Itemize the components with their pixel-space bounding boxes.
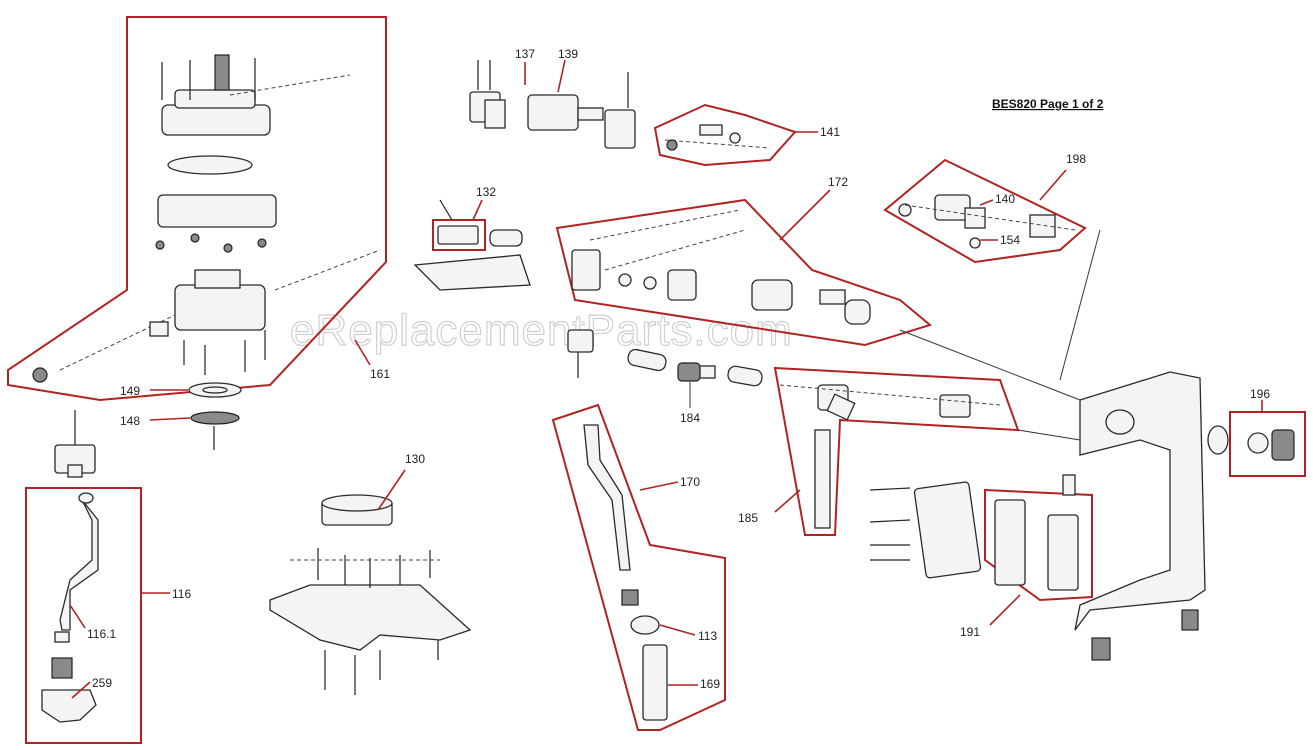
label-259: 259: [92, 676, 112, 690]
label-184: 184: [680, 411, 700, 425]
part-130-base-assembly: 130: [269, 452, 472, 695]
label-161: 161: [370, 367, 390, 381]
callout-185: 185: [738, 366, 1020, 536]
label-116: 116: [172, 587, 191, 601]
callout-141: 141: [653, 103, 840, 167]
label-116-1: 116.1: [87, 627, 116, 641]
callout-172: 172: [555, 175, 933, 347]
label-137: 137: [515, 47, 535, 61]
label-132: 132: [476, 185, 496, 199]
label-172: 172: [828, 175, 848, 189]
label-154: 154: [1000, 233, 1020, 247]
label-196: 196: [1250, 387, 1270, 401]
watermark: eReplacementParts.com: [290, 306, 793, 355]
label-198: 198: [1066, 152, 1086, 166]
part-184-thermocoil: 184: [627, 348, 763, 425]
label-169: 169: [700, 677, 720, 691]
valve-fitting: [54, 410, 96, 478]
page-title: BES820 Page 1 of 2: [992, 97, 1104, 111]
label-185: 185: [738, 511, 758, 525]
pump-assembly: 137 139: [469, 47, 636, 149]
callout-161: 161: [7, 16, 390, 402]
label-130: 130: [405, 452, 425, 466]
label-148: 148: [120, 414, 140, 428]
label-140: 140: [995, 192, 1015, 206]
part-148-shower-screen: 148: [120, 411, 240, 450]
callout-170: 170 113 169: [551, 403, 726, 731]
part-149-gasket: 149: [120, 382, 242, 398]
label-170: 170: [680, 475, 700, 489]
main-housing: [899, 229, 1206, 661]
callout-191: 191: [869, 481, 1093, 639]
callout-196: 196: [1207, 387, 1306, 477]
label-149: 149: [120, 384, 140, 398]
callout-198: 198 140 154: [883, 152, 1087, 264]
solenoid-fitting: [567, 329, 594, 378]
label-141: 141: [820, 125, 840, 139]
label-139: 139: [558, 47, 578, 61]
label-113: 113: [698, 629, 717, 643]
label-191: 191: [960, 625, 980, 639]
part-132-bracket: 132: [413, 185, 531, 291]
group-head-assembly: [32, 54, 381, 383]
callout-116: 116 116.1 259: [25, 487, 191, 744]
